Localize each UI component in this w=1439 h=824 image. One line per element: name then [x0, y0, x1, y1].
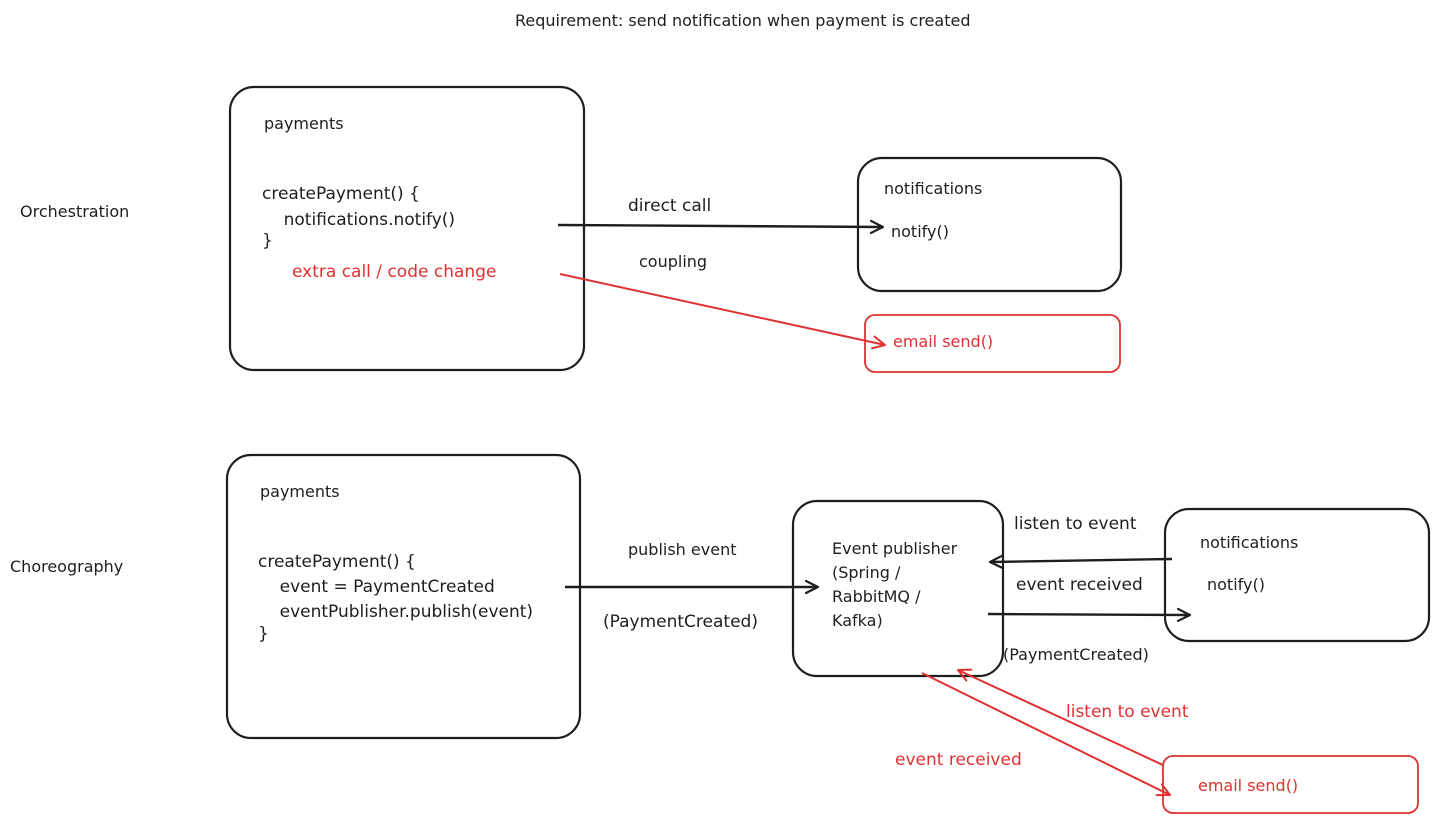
chor-received-label: event received [1016, 575, 1143, 595]
orch-payments-title: payments [264, 114, 344, 133]
orchestration-section-label: Orchestration [20, 202, 130, 221]
chor-publish-payload: (PaymentCreated) [603, 612, 758, 632]
orch-notify-method: notify() [891, 222, 949, 241]
orch-email-send-label: email send() [893, 332, 994, 351]
chor-payments-box [225, 453, 582, 740]
chor-listen-arrow [988, 554, 1173, 569]
chor-email-listen-arrow [957, 668, 1164, 766]
orch-payments-box [228, 85, 586, 372]
chor-notifications-box [1163, 507, 1431, 643]
chor-publisher-line-1: Event publisher [832, 539, 958, 558]
chor-notify-method: notify() [1207, 575, 1265, 594]
chor-email-listen-label: listen to event [1066, 702, 1189, 722]
orch-notifications-box [856, 156, 1123, 293]
orch-direct-call-arrow [557, 219, 885, 235]
chor-listen-label: listen to event [1014, 514, 1137, 534]
orch-extra-call-note: extra call / code change [292, 262, 497, 282]
orch-email-arrow [559, 273, 886, 350]
chor-publish-label: publish event [628, 540, 737, 559]
chor-publisher-box [791, 499, 1005, 678]
orch-notifications-title: notifications [884, 179, 983, 198]
orch-code-line-1: createPayment() { [262, 184, 420, 204]
chor-received-payload: (PaymentCreated) [1003, 645, 1149, 664]
chor-email-send-label: email send() [1198, 776, 1299, 795]
chor-email-received-arrow [921, 672, 1171, 797]
orch-code-line-3: } [262, 231, 273, 251]
chor-payments-title: payments [260, 482, 340, 501]
chor-code-line-1: createPayment() { [258, 552, 416, 572]
chor-publisher-line-2: (Spring / [832, 563, 901, 582]
choreography-section-label: Choreography [10, 557, 124, 576]
orch-code-line-2: notifications.notify() [262, 210, 456, 230]
diagram-title: Requirement: send notification when paym… [515, 11, 971, 30]
chor-email-received-label: event received [895, 750, 1022, 770]
chor-code-line-2: event = PaymentCreated [258, 577, 495, 597]
chor-code-line-3: eventPublisher.publish(event) [258, 602, 534, 622]
chor-publisher-line-3: RabbitMQ / [832, 587, 921, 606]
chor-received-arrow [987, 607, 1192, 623]
orch-email-box [864, 314, 1121, 373]
chor-notifications-title: notifications [1200, 533, 1299, 552]
chor-code-line-4: } [258, 624, 269, 644]
orch-direct-call-label: direct call [628, 196, 712, 216]
orch-coupling-label: coupling [639, 252, 708, 271]
chor-publisher-line-4: Kafka) [832, 611, 883, 630]
